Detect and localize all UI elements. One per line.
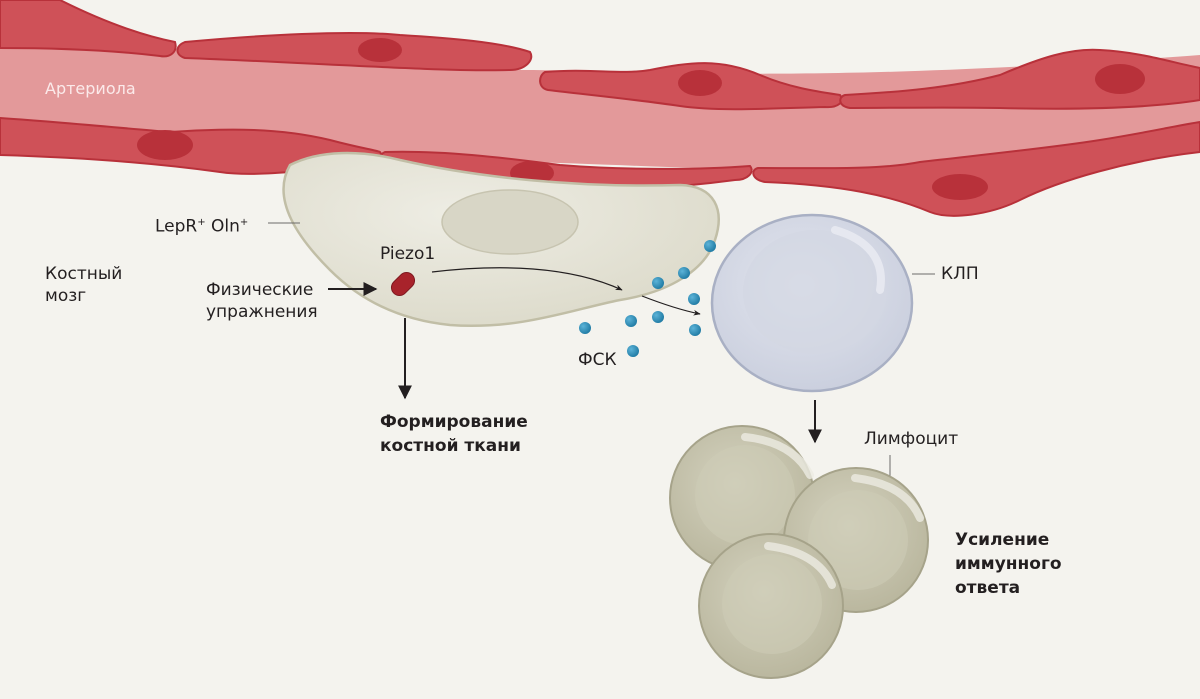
scf-dot xyxy=(688,293,700,305)
vessel-wall-cell xyxy=(752,120,1200,217)
scf-dot xyxy=(652,311,664,323)
vessel-nucleus xyxy=(932,174,988,200)
vessel-nucleus xyxy=(358,38,402,62)
cell-name-1: LepR xyxy=(155,216,198,237)
piezo1-label: Piezo1 xyxy=(380,244,436,264)
scf-label: ФСК xyxy=(578,350,617,370)
vessel-wall-cell xyxy=(176,31,533,72)
exercise-line-1: Физические xyxy=(206,280,314,300)
cell-sup-2: + xyxy=(239,217,249,228)
cell-type-label: LepR+ Oln+ xyxy=(155,212,248,238)
bone-marrow-line-2: мозг xyxy=(45,286,87,306)
vessel-wall-cell xyxy=(0,0,177,58)
bone-marrow-label: Костный мозг xyxy=(45,263,122,307)
scf-dot xyxy=(652,277,664,289)
exercise-line-2: упражнения xyxy=(206,302,318,322)
bone-formation-line-2: костной ткани xyxy=(380,436,521,456)
clp-cell xyxy=(710,213,914,393)
immune-line-3: ответа xyxy=(955,578,1021,598)
vessel-nucleus xyxy=(1095,64,1145,94)
immune-line-2: иммунного xyxy=(955,554,1062,574)
bone-formation-line-1: Формирование xyxy=(380,412,528,432)
clp-label: КЛП xyxy=(941,264,979,284)
scf-dot xyxy=(678,267,690,279)
scf-molecules xyxy=(579,240,716,357)
arteriole-label: Артериола xyxy=(45,79,136,98)
lymphocyte-cell xyxy=(698,533,844,679)
arteriole xyxy=(0,0,1200,217)
scf-dot xyxy=(625,315,637,327)
piezo1-channel xyxy=(390,271,416,297)
scf-dot xyxy=(704,240,716,252)
bone-formation-label: Формирование костной ткани xyxy=(380,410,528,458)
lymphocytes xyxy=(669,425,929,679)
immune-response-label: Усиление иммунного ответа xyxy=(955,528,1062,600)
vessel-wall-cell xyxy=(839,48,1200,110)
scf-dot xyxy=(689,324,701,336)
stromal-cell xyxy=(282,151,720,327)
scf-dot xyxy=(627,345,639,357)
cell-name-2: Oln xyxy=(205,216,240,237)
signal-arrow xyxy=(431,267,623,291)
stromal-nucleus xyxy=(441,189,579,255)
scf-dot xyxy=(579,322,591,334)
bone-marrow-line-1: Костный xyxy=(45,264,123,284)
cell-sup-1: + xyxy=(197,217,206,228)
lymphocyte-label: Лимфоцит xyxy=(864,429,959,449)
immune-line-1: Усиление xyxy=(955,530,1050,550)
exercise-label: Физические упражнения xyxy=(206,279,318,323)
scf-arrow xyxy=(641,295,701,316)
vessel-nucleus xyxy=(678,70,722,96)
vessel-nucleus xyxy=(137,130,193,160)
